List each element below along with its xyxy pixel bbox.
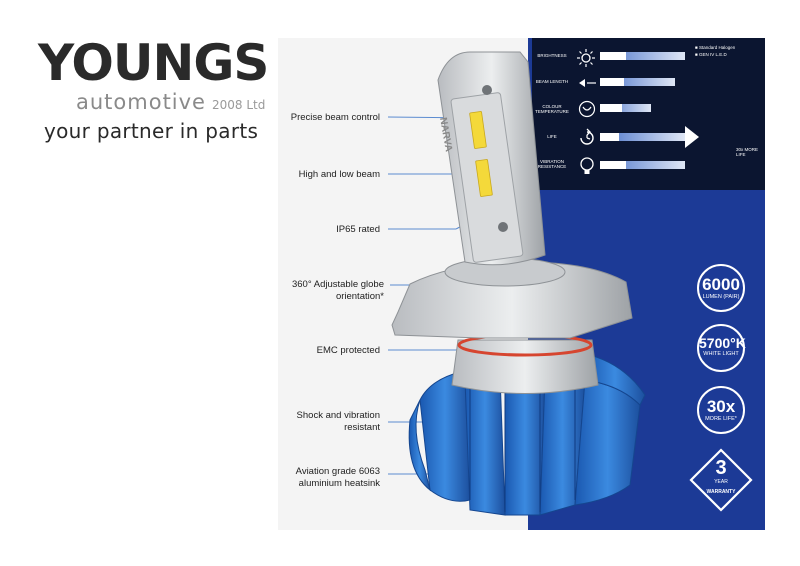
feature-ip65: IP65 rated	[336, 224, 380, 235]
thermometer-icon	[578, 100, 596, 118]
row-label-brightness: BRIGHTNESS	[537, 53, 567, 58]
feature-shock: Shock and vibration resistant	[296, 410, 380, 434]
brand-tagline: your partner in parts	[44, 119, 259, 143]
warranty-badge: 3 YEAR WARRANTY	[688, 447, 754, 513]
warranty-diamond-icon	[689, 448, 753, 512]
comparison-bar-halogen	[600, 78, 624, 86]
comparison-bar-led	[600, 161, 685, 169]
row-label-colour-temp: COLOUR TEMPERATURE	[535, 104, 569, 114]
brand-sub-word: automotive	[76, 90, 206, 114]
row-label-vibration: VIBRATION RESISTANCE	[537, 159, 567, 169]
feature-heatsink: Aviation grade 6063 aluminium heatsink	[295, 466, 380, 490]
comparison-bar-halogen	[600, 104, 622, 112]
life-note: 30x MORE LIFE	[736, 147, 759, 157]
legend-halogen: ■ Standard Halogen	[695, 45, 736, 50]
life-clock-icon	[580, 128, 594, 145]
feature-adjustable: 360° Adjustable globe orientation*	[291, 279, 384, 303]
bulb-icon	[580, 157, 594, 174]
feature-high-low: High and low beam	[298, 169, 380, 180]
comparison-bar-halogen	[600, 52, 626, 60]
brand-subtitle: automotive 2008 Ltd	[76, 90, 265, 114]
comparison-bar-led	[600, 52, 685, 60]
legend-led: ■ GEN IV L.E.D	[695, 52, 727, 57]
row-label-life: LIFE	[547, 134, 557, 139]
feature-emc: EMC protected	[316, 345, 380, 356]
feature-beam-control: Precise beam control	[290, 112, 380, 123]
warranty-number: 3	[715, 457, 727, 479]
warranty-year: YEAR	[714, 479, 728, 485]
brand-logo-text: YOUNGS	[38, 34, 269, 92]
comparison-bar-led	[600, 78, 675, 86]
life-arrow-icon	[685, 126, 699, 148]
row-label-beam-length: BEAM LENGTH	[535, 79, 569, 84]
comparison-bar-led	[600, 133, 685, 141]
beam-length-icon	[579, 79, 596, 87]
comparison-bar-halogen	[600, 133, 619, 141]
brand-year: 2008 Ltd	[211, 98, 266, 112]
warranty-label: WARRANTY	[706, 489, 736, 495]
sun-icon	[577, 49, 595, 67]
comparison-bar-halogen	[600, 161, 626, 169]
comparison-bar-led	[600, 104, 651, 112]
